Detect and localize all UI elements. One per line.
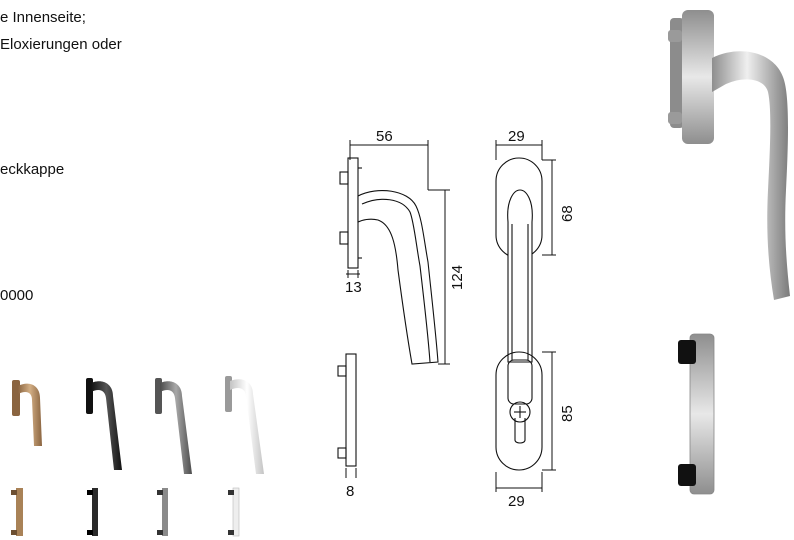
text-line-1: e Innenseite; (0, 9, 86, 26)
dim-front-top-width: 29 (508, 128, 525, 145)
dim-cover-depth: 8 (346, 483, 354, 500)
variant-cover-black (87, 488, 98, 536)
dim-front-bottom-height: 85 (559, 405, 576, 422)
dim-front-top-height: 68 (559, 205, 576, 222)
text-line-4: 0000 (0, 287, 34, 304)
variant-handle-black (86, 378, 122, 470)
variant-cover-titanium (157, 488, 168, 536)
variant-handle-bronze (12, 380, 42, 446)
dim-side-base-depth: 13 (345, 279, 362, 296)
side-view-drawing (337, 157, 439, 467)
variant-handle-titanium (155, 378, 192, 474)
silver-handle-photo (668, 10, 790, 300)
silver-cover-photo (678, 333, 715, 495)
dim-side-height: 124 (449, 265, 466, 290)
front-view-dimension-lines (495, 140, 556, 492)
variant-cover-bronze (11, 488, 23, 536)
variant-cover-white (228, 487, 240, 537)
dim-front-bottom-width: 29 (508, 493, 525, 510)
front-view-drawing (495, 157, 543, 471)
side-view-dimension-lines (345, 140, 450, 478)
dim-side-width: 56 (376, 128, 393, 145)
variant-handle-white (225, 376, 264, 474)
text-line-3: eckkappe (0, 161, 65, 178)
text-line-2: Eloxierungen oder (0, 36, 122, 53)
